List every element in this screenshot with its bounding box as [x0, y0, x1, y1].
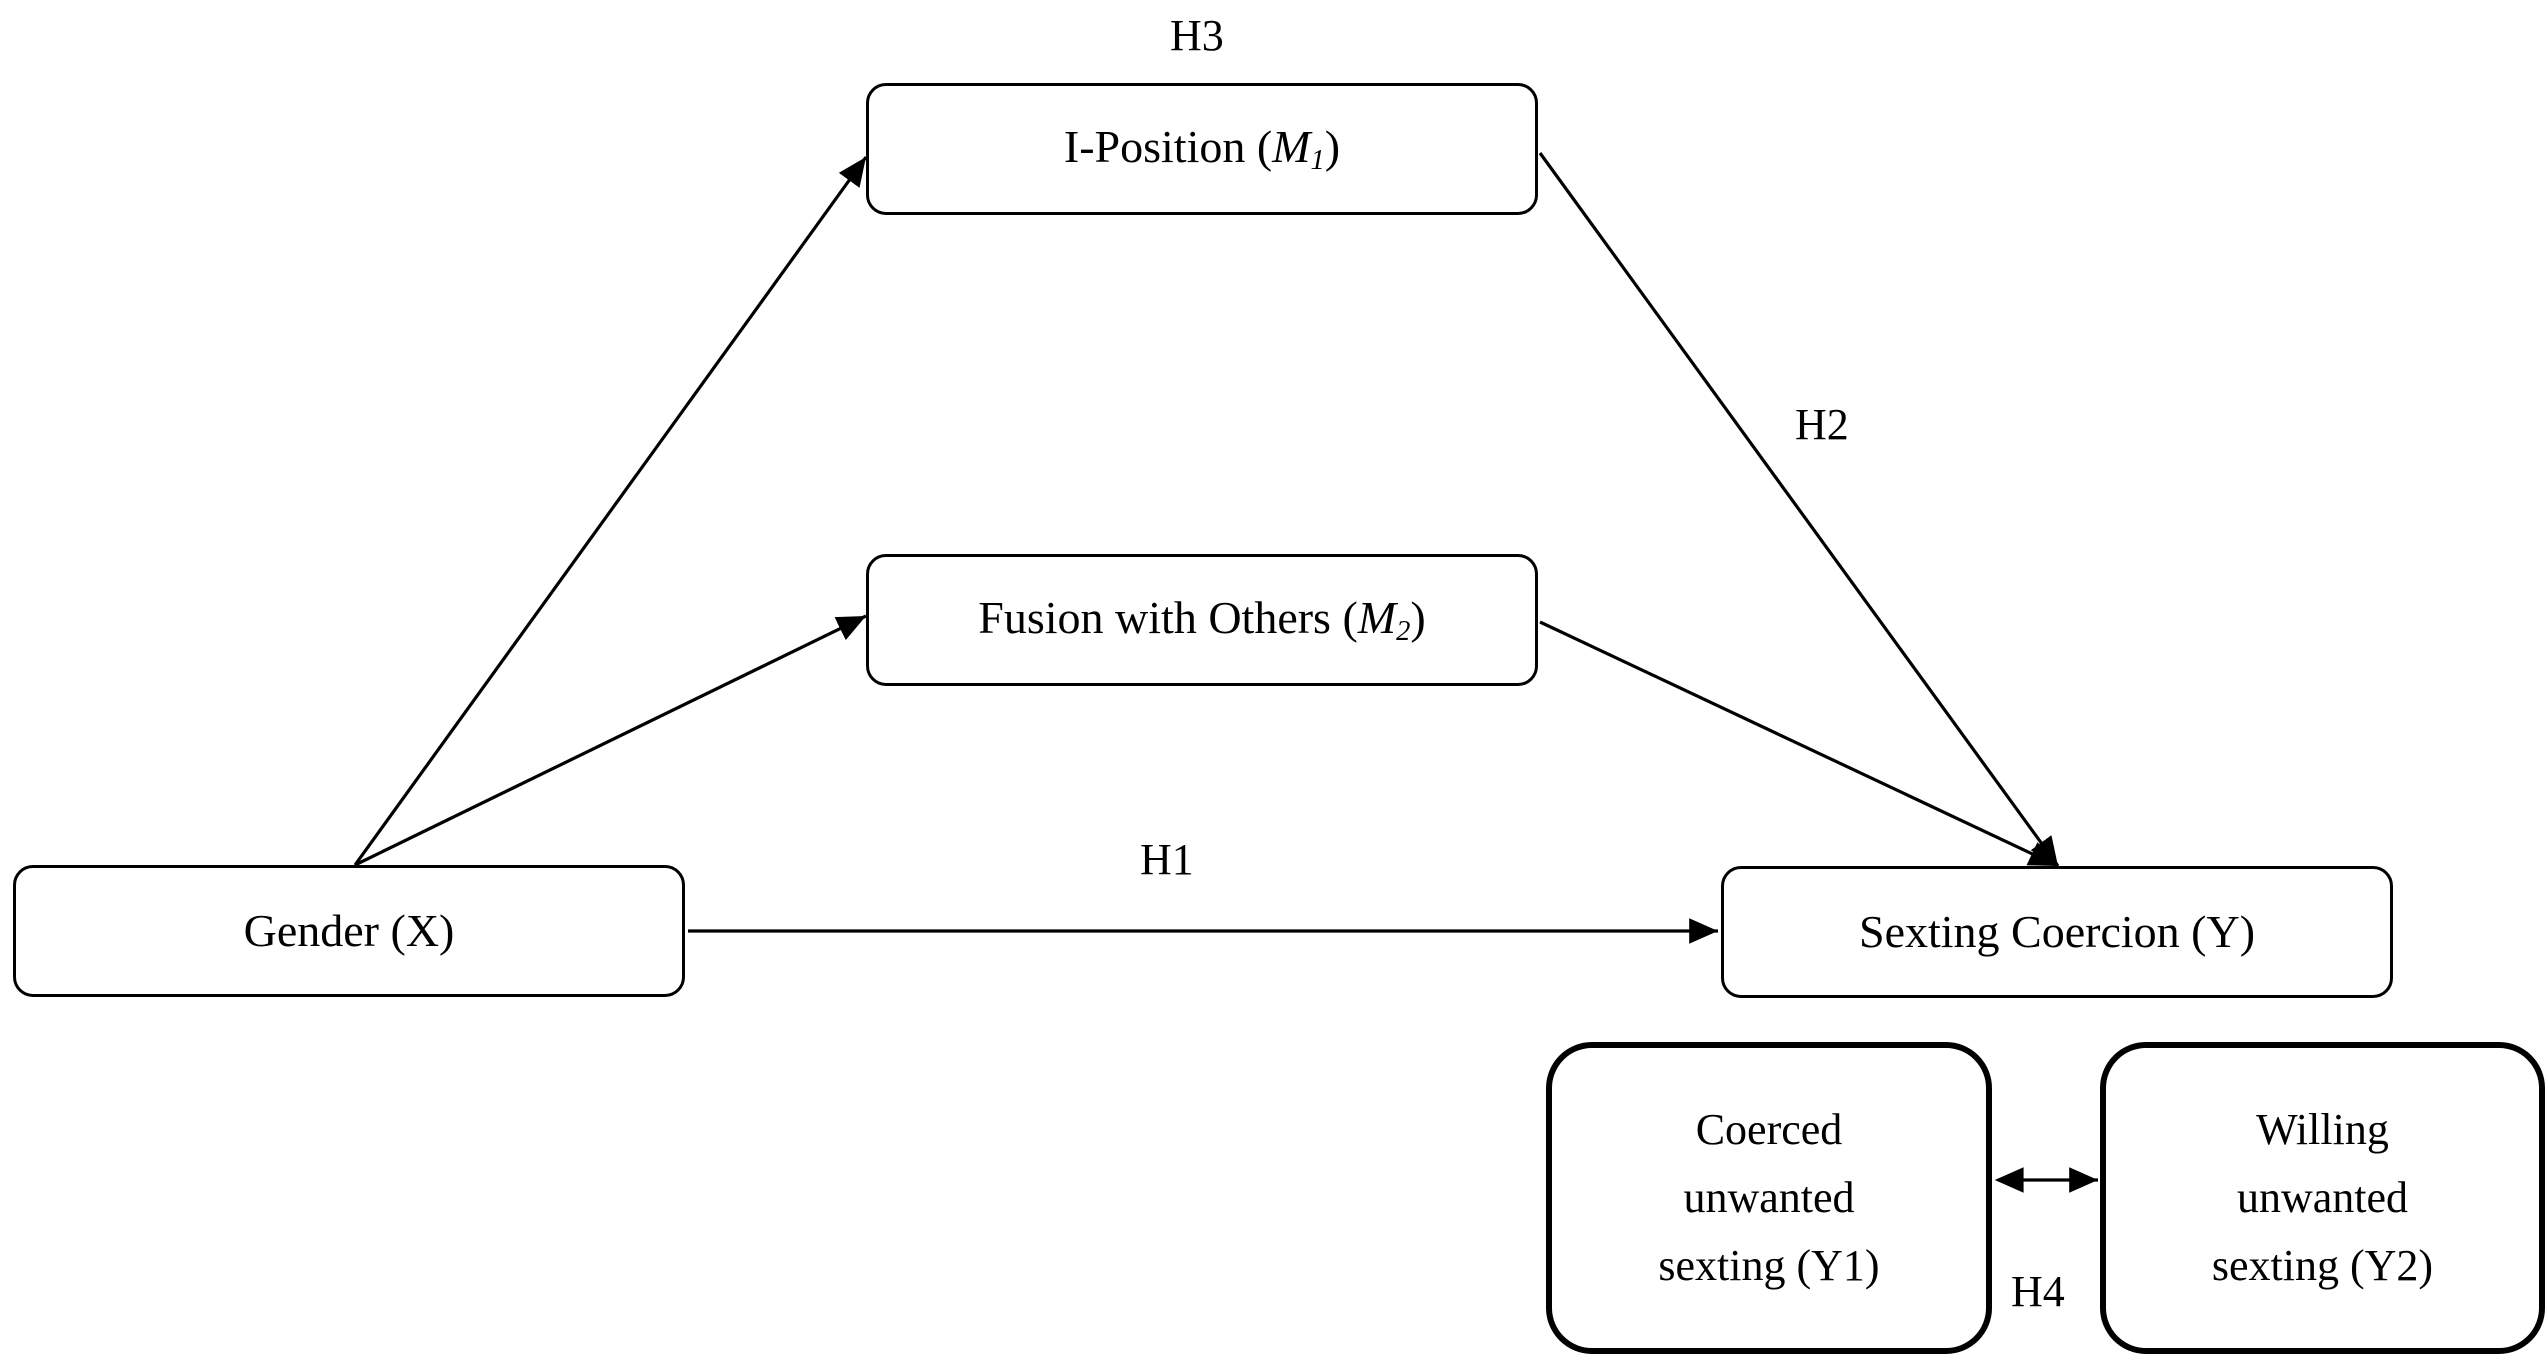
hypothesis-h3-label: H3	[1170, 11, 1224, 60]
edge-gender-to-fusion	[354, 614, 867, 867]
node-i-position: I-Position (M1)	[866, 83, 1538, 215]
hypothesis-h4-label: H4	[2011, 1267, 2065, 1316]
node-sexting-coercion: Sexting Coercion (Y)	[1721, 866, 2393, 998]
node-willing-unwanted-sexting-label: Willing unwanted sexting (Y2)	[2211, 1104, 2434, 1291]
hypothesis-h2-label: H2	[1795, 400, 1849, 449]
node-gender: Gender (X)	[13, 865, 685, 997]
node-gender-label: Gender (X)	[243, 904, 455, 956]
edge-fusion-to-sexting-coercion	[1539, 620, 2059, 868]
node-coerced-unwanted-sexting: Coerced unwanted sexting (Y1)	[1546, 1042, 1992, 1354]
node-coerced-unwanted-sexting-label: Coerced unwanted sexting (Y1)	[1658, 1104, 1880, 1291]
node-fusion-with-others: Fusion with Others (M2)	[866, 554, 1538, 686]
hypothesis-h1-label: H1	[1140, 835, 1194, 884]
node-fusion-with-others-label: Fusion with Others (M2)	[978, 591, 1426, 647]
node-i-position-label: I-Position (M1)	[1063, 120, 1341, 176]
edge-iposition-to-sexting-coercion	[1538, 152, 2060, 867]
node-willing-unwanted-sexting: Willing unwanted sexting (Y2)	[2100, 1042, 2545, 1354]
node-sexting-coercion-label: Sexting Coercion (Y)	[1858, 905, 2256, 957]
edge-gender-to-iposition	[353, 156, 868, 866]
